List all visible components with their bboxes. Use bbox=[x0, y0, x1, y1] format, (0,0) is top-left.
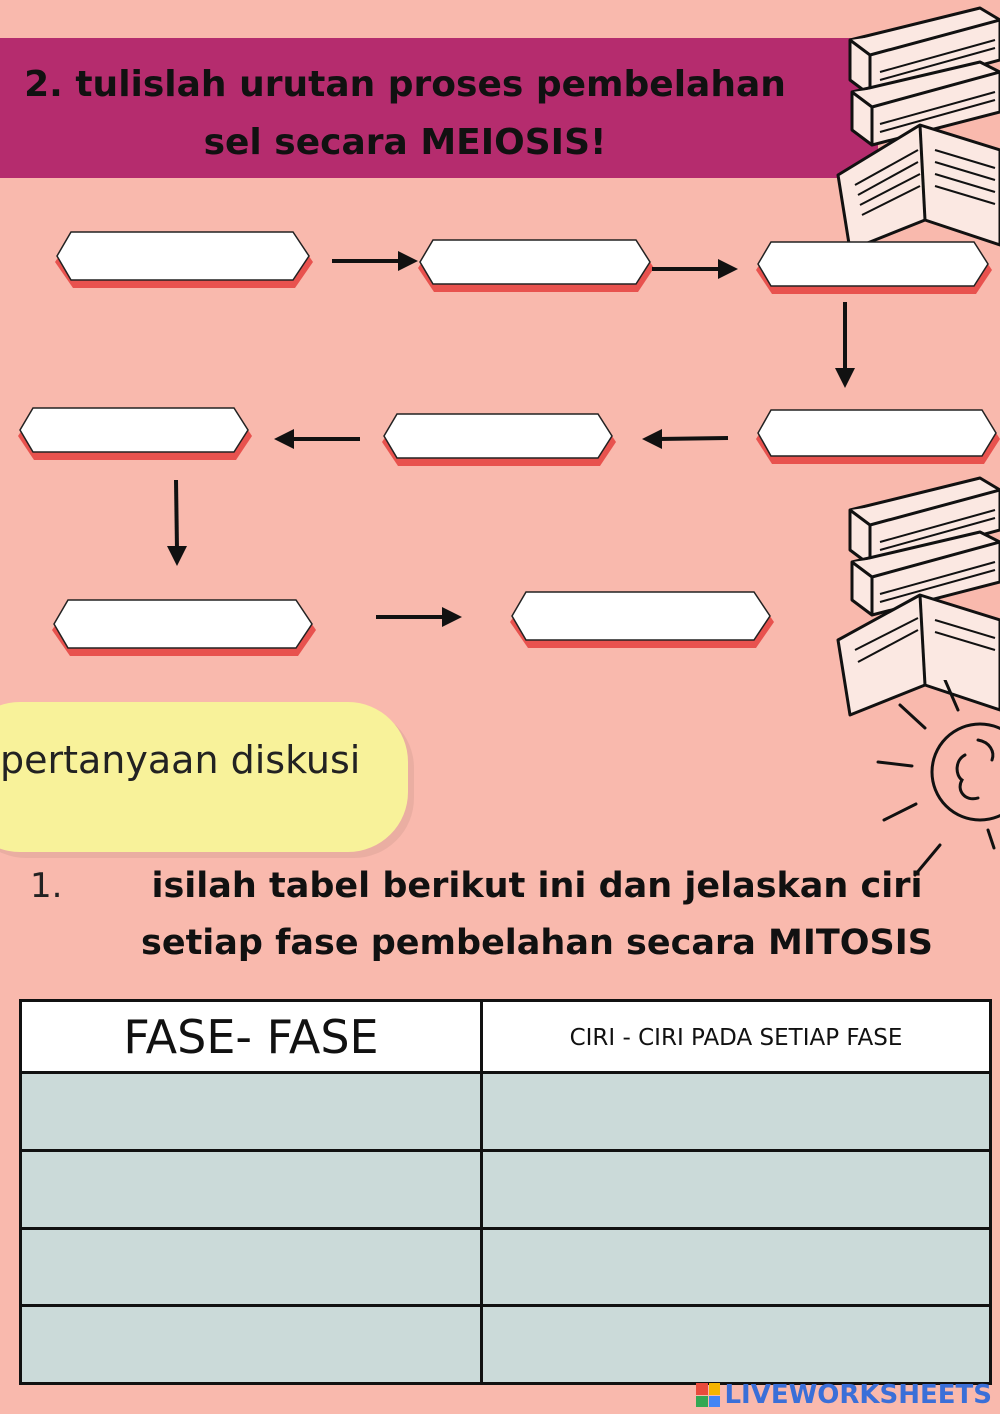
watermark-text: LIVEWORKSHEETS bbox=[724, 1380, 992, 1410]
flow-box-4[interactable] bbox=[756, 408, 1000, 464]
arrow-down-icon bbox=[835, 302, 855, 388]
header-characteristics: CIRI - CIRI PADA SETIAP FASE bbox=[480, 999, 992, 1074]
books-icon bbox=[836, 476, 1000, 717]
flow-box-input[interactable] bbox=[799, 412, 957, 458]
phase-input[interactable] bbox=[22, 1074, 480, 1149]
watermark: LIVEWORKSHEETS bbox=[696, 1380, 992, 1410]
table-cell-phase[interactable] bbox=[19, 1226, 483, 1308]
table-cell-characteristics[interactable] bbox=[480, 1148, 992, 1230]
flow-box-7[interactable] bbox=[52, 598, 316, 656]
table-cell-phase[interactable] bbox=[19, 1304, 483, 1385]
arrow-left-icon bbox=[642, 429, 729, 449]
phase-input[interactable] bbox=[22, 1151, 480, 1227]
table-cell-characteristics[interactable] bbox=[480, 1071, 992, 1152]
flow-box-input[interactable] bbox=[460, 242, 612, 286]
flow-box-input[interactable] bbox=[557, 594, 727, 642]
liveworksheets-logo-icon bbox=[696, 1383, 721, 1407]
flow-box-input[interactable] bbox=[99, 602, 269, 650]
arrow-down-icon bbox=[167, 479, 187, 566]
flow-box-1[interactable] bbox=[55, 230, 313, 288]
table-cell-phase[interactable] bbox=[19, 1071, 483, 1152]
arrow-right-icon bbox=[652, 259, 738, 279]
table-row bbox=[19, 1148, 992, 1230]
flow-box-input[interactable] bbox=[798, 244, 950, 288]
question-text: isilah tabel berikut ini dan jelaskan ci… bbox=[141, 866, 933, 963]
books-icon bbox=[836, 6, 1000, 252]
lightbulb-brain-icon bbox=[876, 680, 1000, 877]
flow-box-5[interactable] bbox=[382, 412, 616, 466]
table-row bbox=[19, 1304, 992, 1385]
flow-box-input[interactable] bbox=[60, 410, 210, 454]
table-cell-characteristics[interactable] bbox=[480, 1226, 992, 1308]
flow-box-3[interactable] bbox=[756, 240, 992, 294]
characteristics-input[interactable] bbox=[483, 1151, 989, 1227]
characteristics-input[interactable] bbox=[483, 1229, 989, 1305]
table-row bbox=[19, 1226, 992, 1308]
table-header-row: FASE- FASE CIRI - CIRI PADA SETIAP FASE bbox=[19, 999, 992, 1074]
flow-box-input[interactable] bbox=[101, 234, 267, 282]
arrow-left-icon bbox=[274, 429, 360, 449]
question-number: 1. bbox=[30, 866, 63, 906]
header-banner bbox=[0, 38, 878, 178]
phase-input[interactable] bbox=[22, 1307, 480, 1382]
header-phase: FASE- FASE bbox=[19, 999, 483, 1074]
flow-box-6[interactable] bbox=[18, 406, 252, 460]
table-cell-characteristics[interactable] bbox=[480, 1304, 992, 1385]
page-title: 2. tulislah urutan proses pembelahan sel… bbox=[24, 64, 786, 163]
flow-box-2[interactable] bbox=[418, 238, 654, 292]
arrow-right-icon bbox=[332, 251, 418, 271]
discussion-label: pertanyaan diskusi bbox=[0, 738, 361, 782]
flow-box-input[interactable] bbox=[424, 416, 574, 460]
characteristics-input[interactable] bbox=[483, 1307, 989, 1382]
discussion-badge bbox=[0, 702, 408, 852]
arrow-right-icon bbox=[376, 607, 462, 627]
characteristics-input[interactable] bbox=[483, 1074, 989, 1149]
table-row bbox=[19, 1071, 992, 1152]
mitosis-table: FASE- FASE CIRI - CIRI PADA SETIAP FASE bbox=[19, 999, 992, 1385]
flow-box-8[interactable] bbox=[510, 590, 774, 648]
phase-input[interactable] bbox=[22, 1229, 480, 1305]
table-cell-phase[interactable] bbox=[19, 1148, 483, 1230]
